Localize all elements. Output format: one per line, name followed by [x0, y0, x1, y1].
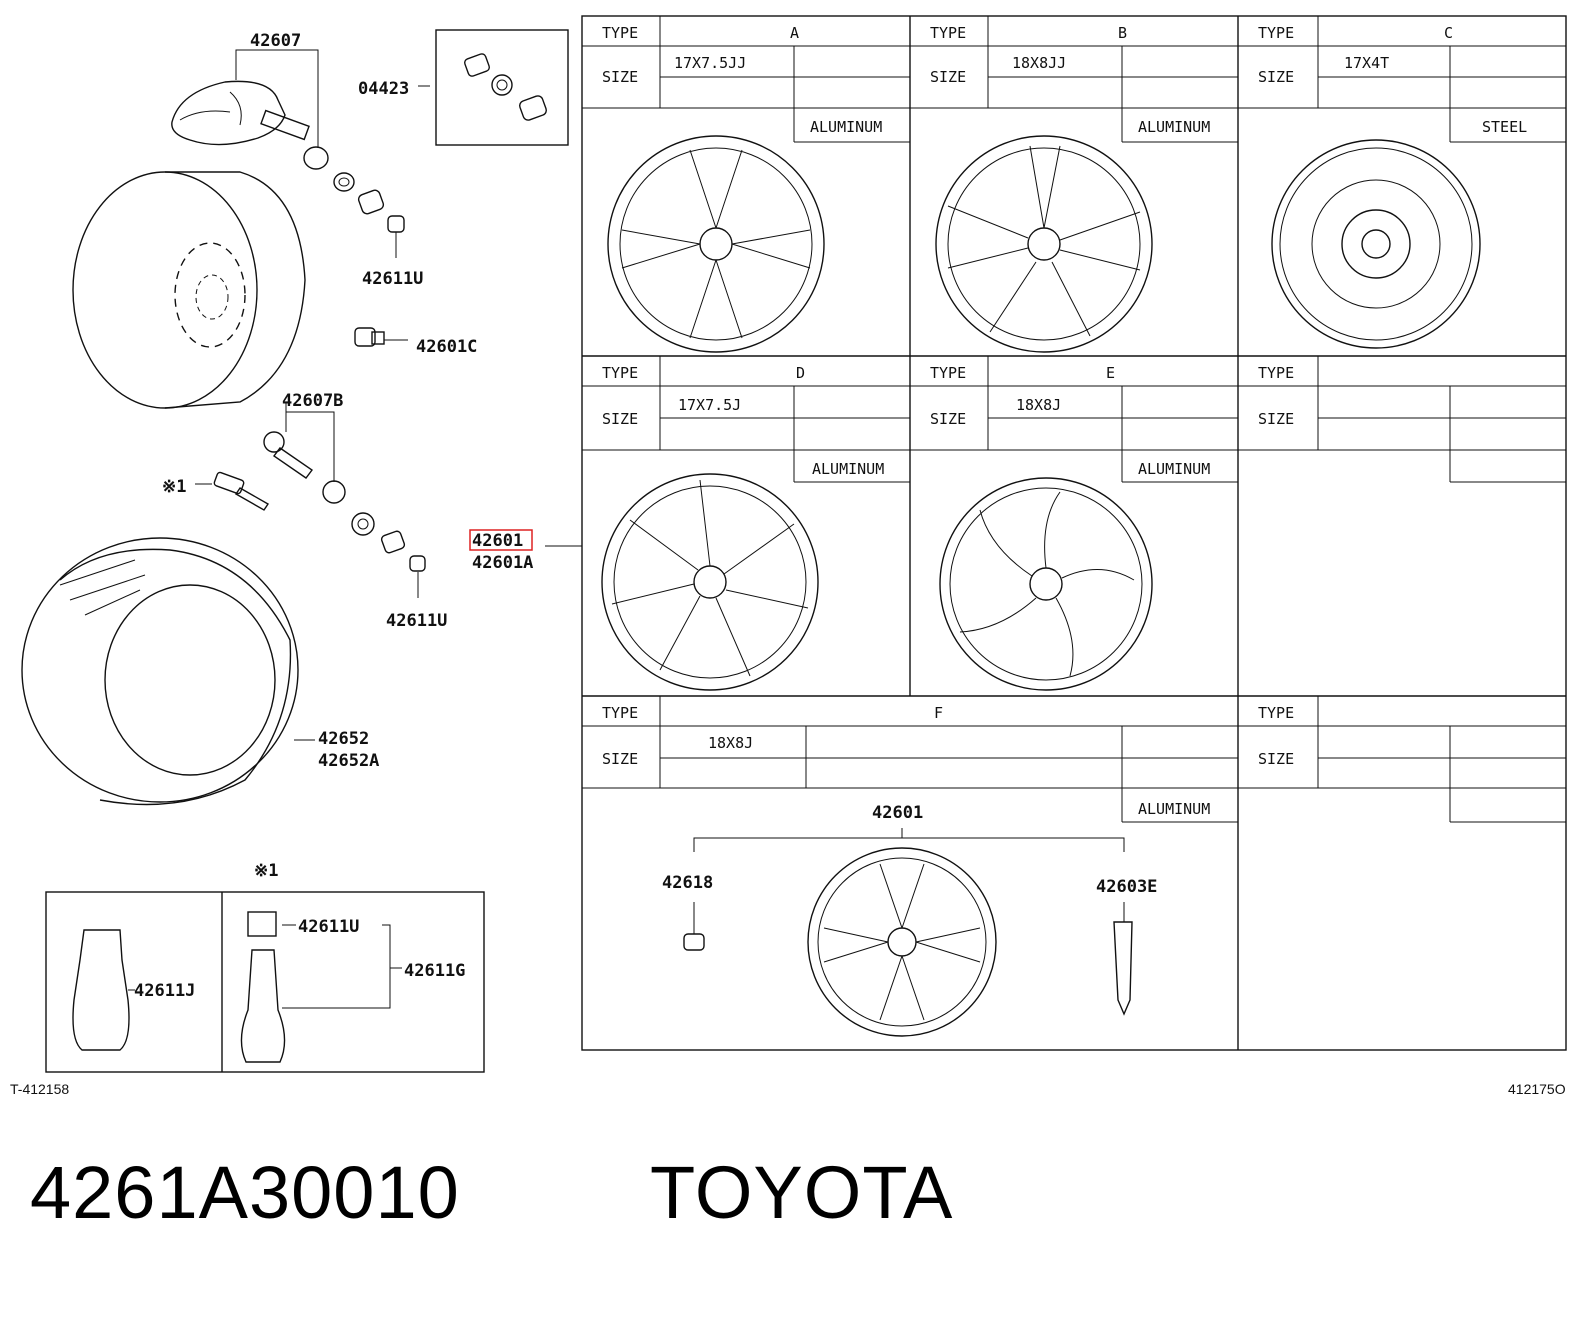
code-left: T-412158: [10, 1081, 69, 1097]
type-label-d: TYPE: [602, 364, 638, 382]
label-04423: 04423: [358, 79, 409, 99]
highlight-box: [469, 529, 533, 551]
material-c: STEEL: [1482, 118, 1527, 136]
type-value-a: A: [790, 24, 799, 42]
size-label-b: SIZE: [930, 68, 966, 86]
type-label-empty-2: TYPE: [1258, 704, 1294, 722]
label-42601: 42601: [472, 531, 523, 551]
size-value-f: 18X8J: [708, 734, 753, 752]
size-value-a: 17X7.5JJ: [674, 54, 746, 72]
leader-lines: [195, 49, 582, 741]
valve-inset-box: [45, 891, 485, 1073]
material-d: ALUMINUM: [812, 460, 884, 478]
type-value-c: C: [1444, 24, 1453, 42]
brand-name: TOYOTA: [650, 1151, 954, 1234]
size-label-f: SIZE: [602, 750, 638, 768]
type-label-empty-1: TYPE: [1258, 364, 1294, 382]
type-label-a: TYPE: [602, 24, 638, 42]
wheel-lock-42603e: [1113, 902, 1133, 1016]
size-value-d: 17X7.5J: [678, 396, 741, 414]
type-label-c: TYPE: [1258, 24, 1294, 42]
wheel-type-a: [607, 135, 825, 353]
material-b: ALUMINUM: [1138, 118, 1210, 136]
part-number: 4261A30010: [30, 1151, 460, 1234]
label-42652: 42652: [318, 729, 369, 749]
size-label-empty-2: SIZE: [1258, 750, 1294, 768]
type-label-f: TYPE: [602, 704, 638, 722]
wheel-type-c: [1271, 139, 1481, 349]
type-value-b: B: [1118, 24, 1127, 42]
label-42611g: 42611G: [404, 961, 465, 981]
label-42652a: 42652A: [318, 751, 379, 771]
label-42601c: 42601C: [416, 337, 477, 357]
size-label-a: SIZE: [602, 68, 638, 86]
label-42603e: 42603E: [1096, 877, 1157, 897]
label-42611u-c: 42611U: [298, 917, 359, 937]
spare-tire-illustration: [72, 171, 306, 409]
type-label-e: TYPE: [930, 364, 966, 382]
size-label-e: SIZE: [930, 410, 966, 428]
size-label-empty-1: SIZE: [1258, 410, 1294, 428]
material-a: ALUMINUM: [810, 118, 882, 136]
tpms-sensor-illustration: [171, 80, 329, 170]
type-value-d: D: [796, 364, 805, 382]
size-value-b: 18X8JJ: [1012, 54, 1066, 72]
wheel-type-d: [601, 473, 819, 691]
size-label-c: SIZE: [1258, 68, 1294, 86]
lug-nut-set-box: [435, 29, 569, 146]
material-e: ALUMINUM: [1138, 460, 1210, 478]
f-bracket: [693, 828, 1125, 852]
wheel-type-b: [935, 135, 1153, 353]
code-right: 412175O: [1508, 1081, 1566, 1097]
type-label-b: TYPE: [930, 24, 966, 42]
size-value-e: 18X8J: [1016, 396, 1061, 414]
lug-nuts-illustration: [464, 53, 547, 121]
label-note1: ※1: [162, 477, 186, 497]
type-value-e: E: [1106, 364, 1115, 382]
label-42611j: 42611J: [134, 981, 195, 1001]
wheel-type-e: [939, 477, 1153, 691]
wheel-type-table: [581, 15, 1567, 1051]
size-label-d: SIZE: [602, 410, 638, 428]
label-42607: 42607: [250, 31, 301, 51]
label-42601a: 42601A: [472, 553, 533, 573]
bolt-42601c: [354, 327, 385, 347]
label-42611u-a: 42611U: [362, 269, 423, 289]
label-42611u-b: 42611U: [386, 611, 447, 631]
callout-labels: 42607 04423 42611U 42601C 42607B ※1 4260…: [10, 31, 1566, 1097]
lug-nut-42618: [683, 902, 705, 951]
table-text: TYPE SIZE A 17X7.5JJ ALUMINUM TYPE SIZE …: [602, 24, 1527, 818]
label-42601-f: 42601: [872, 803, 923, 823]
label-note1-box: ※1: [254, 861, 278, 881]
label-42618: 42618: [662, 873, 713, 893]
size-value-c: 17X4T: [1344, 54, 1389, 72]
valve-note1-small: [213, 471, 269, 511]
valve-stem-42607b: [263, 431, 426, 572]
tire-42652-illustration: [21, 537, 299, 806]
label-42607b: 42607B: [282, 391, 343, 411]
type-value-f: F: [934, 704, 943, 722]
valve-parts-a: [333, 172, 405, 233]
material-f: ALUMINUM: [1138, 800, 1210, 818]
wheel-type-f: [807, 847, 997, 1037]
